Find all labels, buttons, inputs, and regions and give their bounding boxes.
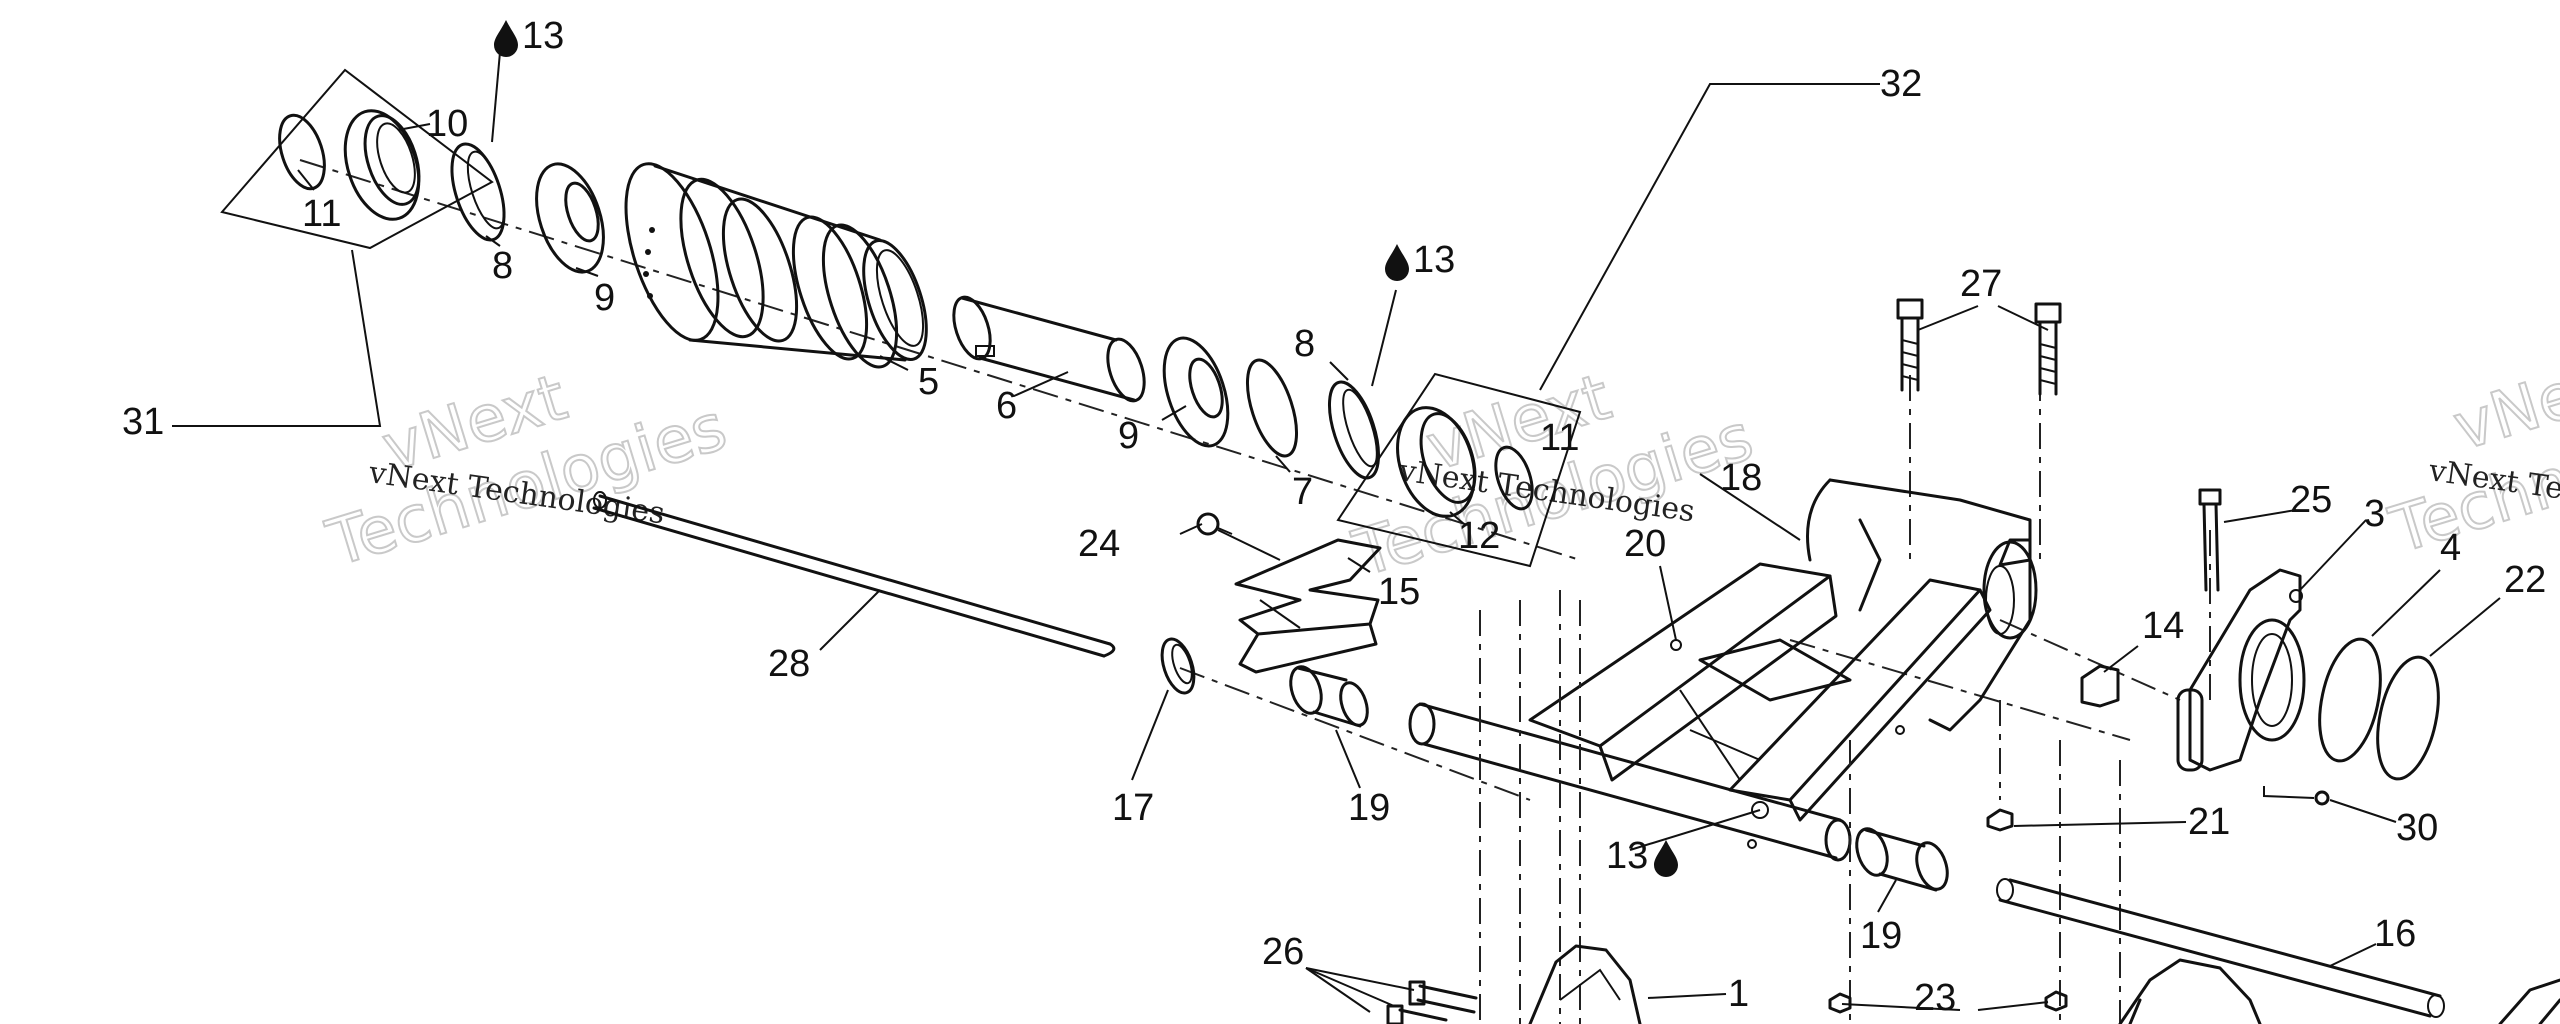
callout-9: 9 [594, 277, 615, 319]
callout-28: 28 [768, 643, 810, 685]
bushing-19 [1289, 665, 1369, 728]
callout-15: 15 [1378, 571, 1420, 613]
bracket-2 [2118, 958, 2262, 1024]
callout-13: 13 [1413, 239, 1455, 281]
callout-30: 30 [2396, 807, 2438, 849]
oil-drop-icon [1654, 840, 1678, 877]
nut-23 [2044, 990, 2068, 1012]
callout-31: 31 [122, 401, 164, 443]
callout-24: 24 [1078, 523, 1120, 565]
callout-6: 6 [996, 385, 1017, 427]
fastener-30 [2314, 790, 2330, 806]
callout-9: 9 [1118, 415, 1139, 457]
seal-8 [1327, 380, 1381, 480]
callout-23: 23 [1914, 977, 1956, 1019]
bracket-15 [1234, 538, 1382, 674]
callout-18: 18 [1720, 457, 1762, 499]
nut-23 [1828, 992, 1852, 1014]
callout-13: 13 [522, 15, 564, 57]
callout-20: 20 [1624, 523, 1666, 565]
o-ring-4 [2318, 637, 2382, 763]
pulley-housing-5 [624, 162, 928, 369]
spacer-9 [535, 162, 605, 274]
bearing-10 [343, 109, 421, 221]
spacer-14 [2080, 664, 2120, 708]
bolt-26 [1408, 980, 1478, 1014]
callout-8: 8 [492, 245, 513, 287]
bracket-1 [1528, 944, 1642, 1024]
nut-21 [1986, 808, 2014, 832]
callout-4: 4 [2440, 527, 2461, 569]
callout-12: 12 [1458, 515, 1500, 557]
callout-19: 19 [1860, 915, 1902, 957]
callout-13: 13 [1606, 835, 1648, 877]
watermark-brand: vNext [2446, 340, 2560, 465]
callout-8: 8 [1294, 323, 1315, 365]
spacer-9 [1162, 336, 1230, 448]
sleeve-6 [952, 295, 1146, 403]
oil-drop-icon [1385, 244, 1409, 281]
callout-21: 21 [2188, 801, 2230, 843]
swing-arm-18 [1408, 478, 2038, 862]
bracket-3 [2176, 568, 2306, 772]
callout-25: 25 [2290, 479, 2332, 521]
subassembly-box-31 [172, 68, 494, 427]
shaft-16 [1996, 878, 2445, 1018]
callout-16: 16 [2374, 913, 2416, 955]
callout-11: 11 [1540, 417, 1579, 459]
callout-10: 10 [426, 103, 468, 145]
shaft-28 [592, 491, 1116, 658]
callout-5: 5 [918, 361, 939, 403]
leader-lines [297, 51, 2501, 1013]
callout-22: 22 [2504, 559, 2546, 601]
part-edge-right [2498, 978, 2560, 1024]
center-axes [299, 159, 2211, 801]
bolt-26 [1386, 1004, 1448, 1024]
callout-17: 17 [1112, 787, 1154, 829]
callout-3: 3 [2364, 493, 2385, 535]
callout-7: 7 [1292, 471, 1313, 513]
watermark-group: vNext Technologies vNext Technologies vN… [318, 339, 2560, 593]
snap-ring-22 [2376, 655, 2440, 781]
callout-32: 32 [1880, 63, 1922, 105]
snap-ring-11 [1494, 445, 1534, 511]
spacer-7 [1245, 358, 1299, 458]
snap-ring-11 [278, 113, 326, 191]
callout-14: 14 [2142, 605, 2184, 647]
callout-27: 27 [1960, 263, 2002, 305]
bushing-17 [1160, 637, 1196, 695]
callout-11: 11 [302, 193, 341, 235]
bolt-25 [2198, 488, 2222, 592]
callout-19: 19 [1348, 787, 1390, 829]
oil-drop-icon [494, 20, 518, 57]
seal-8 [450, 142, 506, 242]
screw-24 [1196, 512, 1233, 536]
bolt-27 [2034, 302, 2062, 396]
callout-1: 1 [1728, 973, 1749, 1015]
callout-26: 26 [1262, 931, 1304, 973]
bushing-19 [1855, 827, 1949, 892]
callout-labels: 13 10 11 8 9 31 5 6 9 7 8 13 32 11 12 24… [122, 15, 2546, 1019]
projection-lines [1479, 590, 2121, 1024]
